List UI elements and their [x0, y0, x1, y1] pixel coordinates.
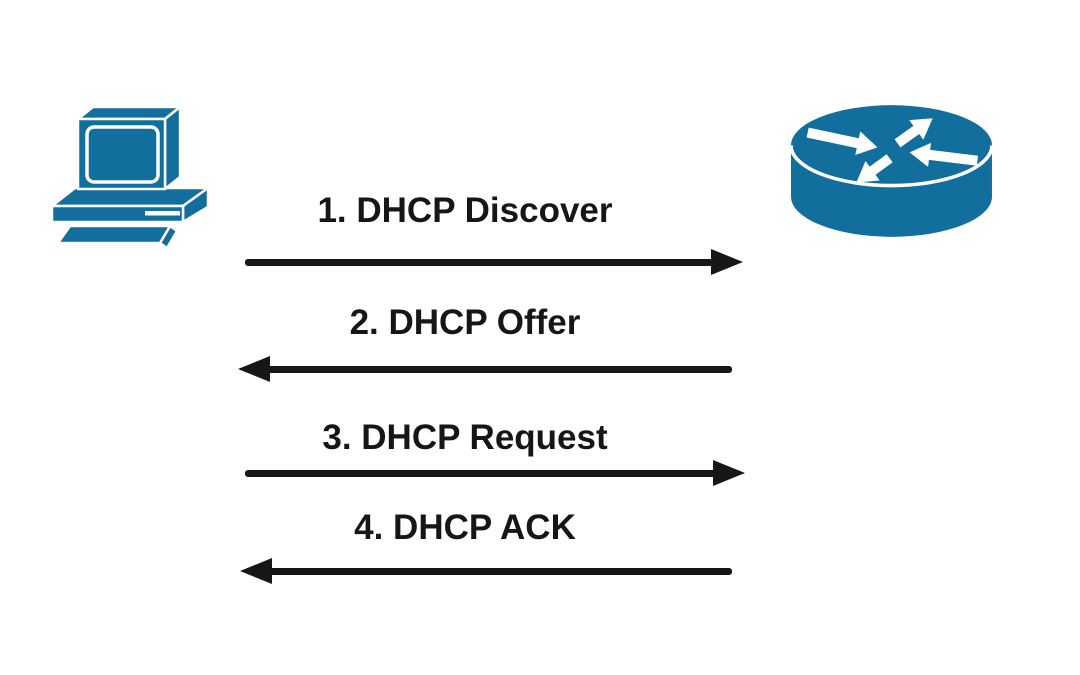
message-arrow-dhcp-discover	[245, 249, 743, 275]
message-label-dhcp-offer: 2. DHCP Offer	[349, 303, 581, 342]
arrow-head-right-icon	[711, 249, 743, 275]
message-arrow-dhcp-request	[245, 460, 745, 486]
arrow-head-left-icon	[238, 356, 270, 382]
floppy-slot	[145, 211, 180, 216]
computer-monitor	[76, 105, 182, 191]
arrow-shaft	[268, 567, 732, 575]
router-top-edge	[789, 145, 994, 188]
arrow-shaft	[245, 258, 715, 266]
router-body	[791, 105, 992, 237]
router-direction-arrows	[806, 118, 979, 183]
monitor-screen	[85, 125, 160, 184]
arrow-head-right-icon	[713, 460, 745, 486]
arrow-shaft	[245, 469, 717, 477]
arrow-shaft	[266, 365, 732, 373]
message-arrow-dhcp-ack	[240, 558, 732, 584]
arrow-head-left-icon	[240, 558, 272, 584]
desktop-computer-icon	[50, 105, 210, 250]
router-icon	[789, 105, 994, 237]
computer-keyboard	[56, 224, 179, 250]
message-label-dhcp-discover: 1. DHCP Discover	[317, 191, 613, 230]
message-label-dhcp-request: 3. DHCP Request	[322, 418, 608, 457]
computer-case	[50, 186, 210, 224]
message-label-dhcp-ack: 4. DHCP ACK	[354, 508, 576, 547]
message-arrow-dhcp-offer	[238, 356, 732, 382]
